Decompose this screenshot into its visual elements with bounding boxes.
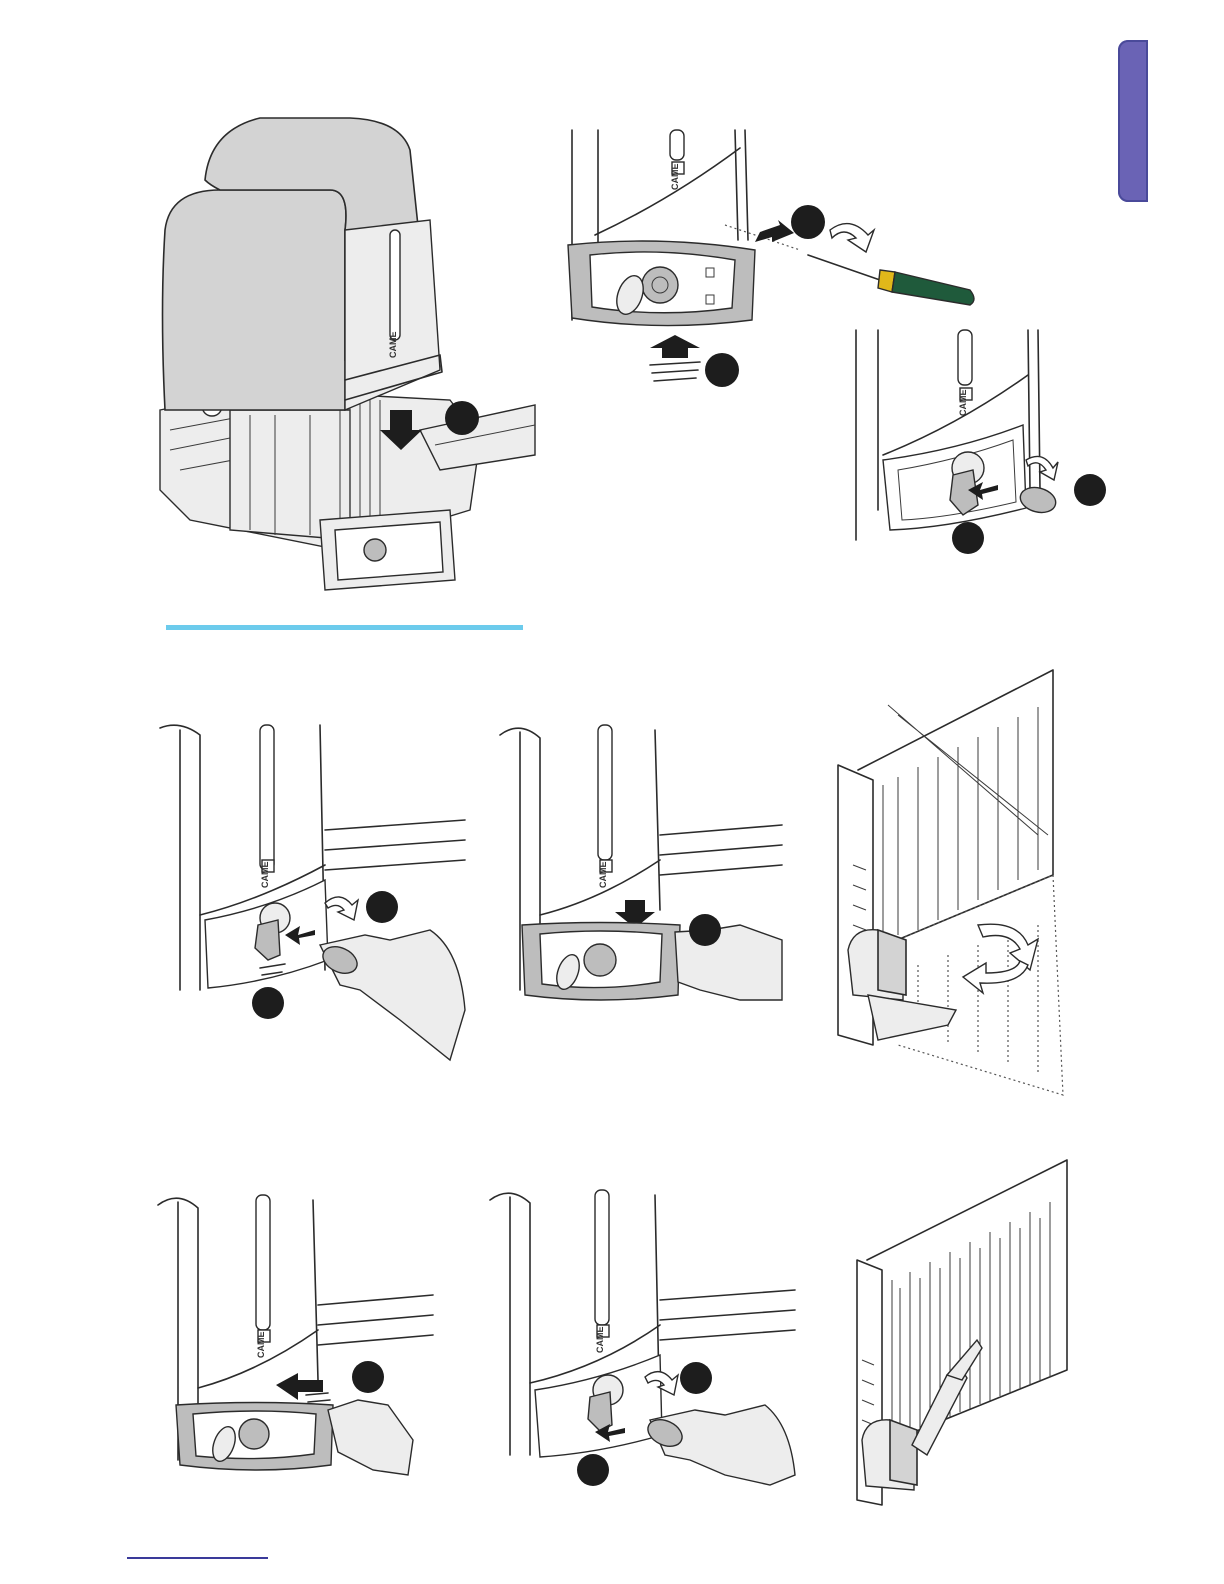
step-marker-1 bbox=[445, 401, 479, 435]
brand-label: CAME bbox=[388, 332, 398, 359]
step-marker-2 bbox=[952, 522, 984, 554]
figure-gate-manual-swing bbox=[838, 665, 1068, 1100]
brand-label: CAME bbox=[958, 390, 968, 417]
footer-rule bbox=[127, 1557, 268, 1559]
step-marker-1 bbox=[791, 205, 825, 239]
figure-cover-replace-hand: CAME bbox=[158, 1190, 438, 1480]
step-marker-1 bbox=[366, 891, 398, 923]
step-marker-1 bbox=[689, 914, 721, 946]
brand-label: CAME bbox=[598, 862, 608, 889]
section-divider bbox=[166, 625, 523, 630]
figure-key-lock-hand: CAME bbox=[490, 1185, 800, 1485]
step-marker-2 bbox=[577, 1454, 609, 1486]
step-marker-1 bbox=[680, 1362, 712, 1394]
step-marker-1 bbox=[352, 1361, 384, 1393]
figure-cover-open: CAME bbox=[150, 110, 540, 590]
brand-label: CAME bbox=[260, 862, 270, 889]
step-marker-2 bbox=[252, 987, 284, 1019]
section-tab bbox=[1118, 40, 1148, 202]
brand-label: CAME bbox=[670, 164, 680, 191]
figure-key-insert-top: CAME bbox=[838, 330, 1108, 560]
step-marker-1 bbox=[1074, 474, 1106, 506]
figure-gate-closed bbox=[852, 1160, 1072, 1515]
step-marker-2 bbox=[705, 353, 739, 387]
figure-cover-pull-hand: CAME bbox=[500, 720, 790, 1010]
figure-key-turn-hand: CAME bbox=[160, 720, 470, 1060]
brand-label: CAME bbox=[595, 1327, 605, 1354]
brand-label: CAME bbox=[256, 1332, 266, 1359]
